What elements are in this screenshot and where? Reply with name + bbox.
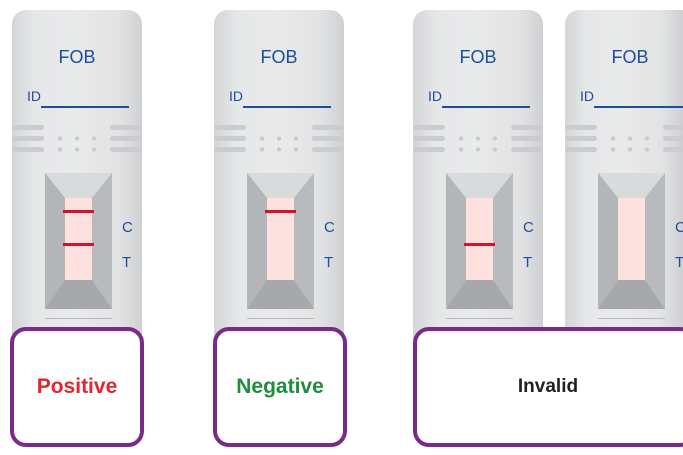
c-marker: C (122, 219, 133, 236)
test-line (63, 243, 94, 246)
positive-label: Positive (36, 375, 118, 398)
id-label: ID (27, 88, 41, 104)
test-strip (265, 198, 296, 280)
control-line (63, 210, 94, 213)
test-cassette-1: FOB ID C T (12, 10, 142, 350)
id-label: ID (580, 88, 594, 104)
grip-pattern (214, 125, 344, 152)
test-strip (464, 198, 495, 280)
grip-pattern (413, 125, 543, 152)
id-underline (243, 106, 331, 108)
t-marker: T (324, 254, 334, 271)
test-strip (618, 198, 645, 280)
id-underline (41, 106, 129, 108)
invalid-result-box: Invalid (413, 327, 683, 447)
window-bevel (247, 173, 314, 309)
t-marker: T (675, 254, 683, 271)
c-marker: C (675, 219, 683, 236)
fob-label: FOB (611, 47, 649, 67)
t-marker: T (523, 254, 533, 271)
test-cassette-2: FOB ID C T (214, 10, 344, 350)
window-bevel (45, 173, 112, 309)
id-label: ID (229, 88, 243, 104)
test-cassette-4: FOB ID C T (565, 10, 683, 350)
t-marker: T (122, 254, 132, 271)
divider (45, 318, 112, 319)
divider (598, 318, 665, 319)
c-marker: C (324, 219, 335, 236)
window-bevel (446, 173, 513, 309)
result-window (45, 173, 112, 309)
result-window (247, 173, 314, 309)
grip-pattern (565, 125, 683, 152)
grip-pattern (12, 125, 142, 152)
invalid-label: Invalid (517, 376, 579, 397)
window-bevel (598, 173, 665, 309)
negative-label: Negative (236, 375, 324, 398)
fob-label: FOB (58, 47, 96, 67)
fob-label: FOB (260, 47, 298, 67)
test-strip (63, 198, 94, 280)
test-line (464, 243, 495, 246)
result-window (598, 173, 665, 309)
positive-result-box: Positive (10, 327, 144, 447)
divider (247, 318, 314, 319)
id-label: ID (428, 88, 442, 104)
test-cassette-3: FOB ID C T (413, 10, 543, 350)
id-underline (442, 106, 530, 108)
divider (446, 318, 513, 319)
control-line (265, 210, 296, 213)
c-marker: C (523, 219, 534, 236)
negative-result-box: Negative (213, 327, 347, 447)
id-underline (594, 106, 683, 108)
result-window (446, 173, 513, 309)
fob-label: FOB (459, 47, 497, 67)
